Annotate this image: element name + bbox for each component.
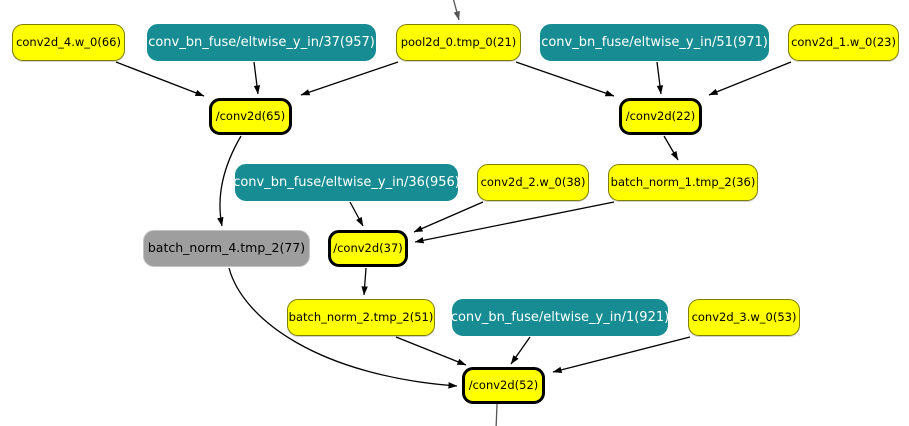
node-fuse37[interactable]: conv_bn_fuse/eltwise_y_in/37(957) xyxy=(147,24,376,61)
node-conv2d65[interactable]: /conv2d(65) xyxy=(209,98,292,135)
node-label: /conv2d(52) xyxy=(468,377,539,392)
node-bn1_tmp2[interactable]: batch_norm_1.tmp_2(36) xyxy=(608,164,758,201)
node-pool2d_0[interactable]: pool2d_0.tmp_0(21) xyxy=(396,24,521,61)
edge-conv2d22-to-bn1 xyxy=(663,135,679,161)
edge-fuse36-to-conv2d37 xyxy=(349,201,364,227)
edge-conv2d3w-to-conv2d52 xyxy=(552,336,691,373)
node-label: conv_bn_fuse/eltwise_y_in/36(956) xyxy=(233,175,460,190)
node-label: conv_bn_fuse/eltwise_y_in/51(971) xyxy=(541,35,768,50)
node-fuse1[interactable]: conv_bn_fuse/eltwise_y_in/1(921) xyxy=(451,299,669,336)
edge-conv2d52-to-external xyxy=(495,403,498,426)
node-label: conv2d_4.w_0(66) xyxy=(16,34,121,49)
edge-fuse1-to-conv2d52 xyxy=(510,336,531,365)
node-label: conv2d_2.w_0(38) xyxy=(480,174,586,189)
node-conv2d_3_w[interactable]: conv2d_3.w_0(53) xyxy=(688,299,800,336)
edge-bn1-to-conv2d37 xyxy=(414,201,615,244)
node-label: conv_bn_fuse/eltwise_y_in/37(957) xyxy=(148,35,375,50)
node-label: /conv2d(37) xyxy=(333,240,403,255)
node-conv2d_4_w[interactable]: conv2d_4.w_0(66) xyxy=(12,24,125,61)
edge-pool2d-to-conv2d22 xyxy=(515,61,615,97)
edge-fuse51-to-conv2d22 xyxy=(656,61,664,95)
edge-conv2d37-to-bn2 xyxy=(361,267,368,296)
node-label: conv2d_3.w_0(53) xyxy=(691,309,797,324)
edge-external-to-pool2d xyxy=(452,0,460,21)
node-label: batch_norm_4.tmp_2(77) xyxy=(147,240,306,256)
node-label: conv2d_1.w_0(23) xyxy=(791,34,896,49)
node-fuse51[interactable]: conv_bn_fuse/eltwise_y_in/51(971) xyxy=(540,24,769,61)
node-label: batch_norm_1.tmp_2(36) xyxy=(610,174,756,189)
node-conv2d52[interactable]: /conv2d(52) xyxy=(462,367,545,404)
node-bn2_tmp2[interactable]: batch_norm_2.tmp_2(51) xyxy=(287,299,435,336)
node-conv2d_2_w[interactable]: conv2d_2.w_0(38) xyxy=(477,164,589,201)
node-label: batch_norm_2.tmp_2(51) xyxy=(288,309,434,324)
node-conv2d22[interactable]: /conv2d(22) xyxy=(619,98,702,135)
edge-conv2d2w-to-conv2d37 xyxy=(413,201,484,233)
edge-bn2-to-conv2d52 xyxy=(395,336,467,366)
node-conv2d37[interactable]: /conv2d(37) xyxy=(328,230,408,267)
edge-conv2d1w-to-conv2d22 xyxy=(708,61,792,96)
node-label: pool2d_0.tmp_0(21) xyxy=(400,34,517,49)
edge-conv2d4w-to-conv2d65 xyxy=(115,61,205,97)
node-fuse36[interactable]: conv_bn_fuse/eltwise_y_in/36(956) xyxy=(233,164,460,201)
edge-fuse37-to-conv2d65 xyxy=(253,61,261,95)
node-label: /conv2d(65) xyxy=(215,108,286,123)
node-bn4_tmp2[interactable]: batch_norm_4.tmp_2(77) xyxy=(143,230,310,267)
node-label: conv_bn_fuse/eltwise_y_in/1(921) xyxy=(450,310,670,325)
node-label: /conv2d(22) xyxy=(625,108,696,123)
edge-pool2d-to-conv2d65 xyxy=(300,61,399,96)
node-conv2d_1_w[interactable]: conv2d_1.w_0(23) xyxy=(788,24,899,61)
